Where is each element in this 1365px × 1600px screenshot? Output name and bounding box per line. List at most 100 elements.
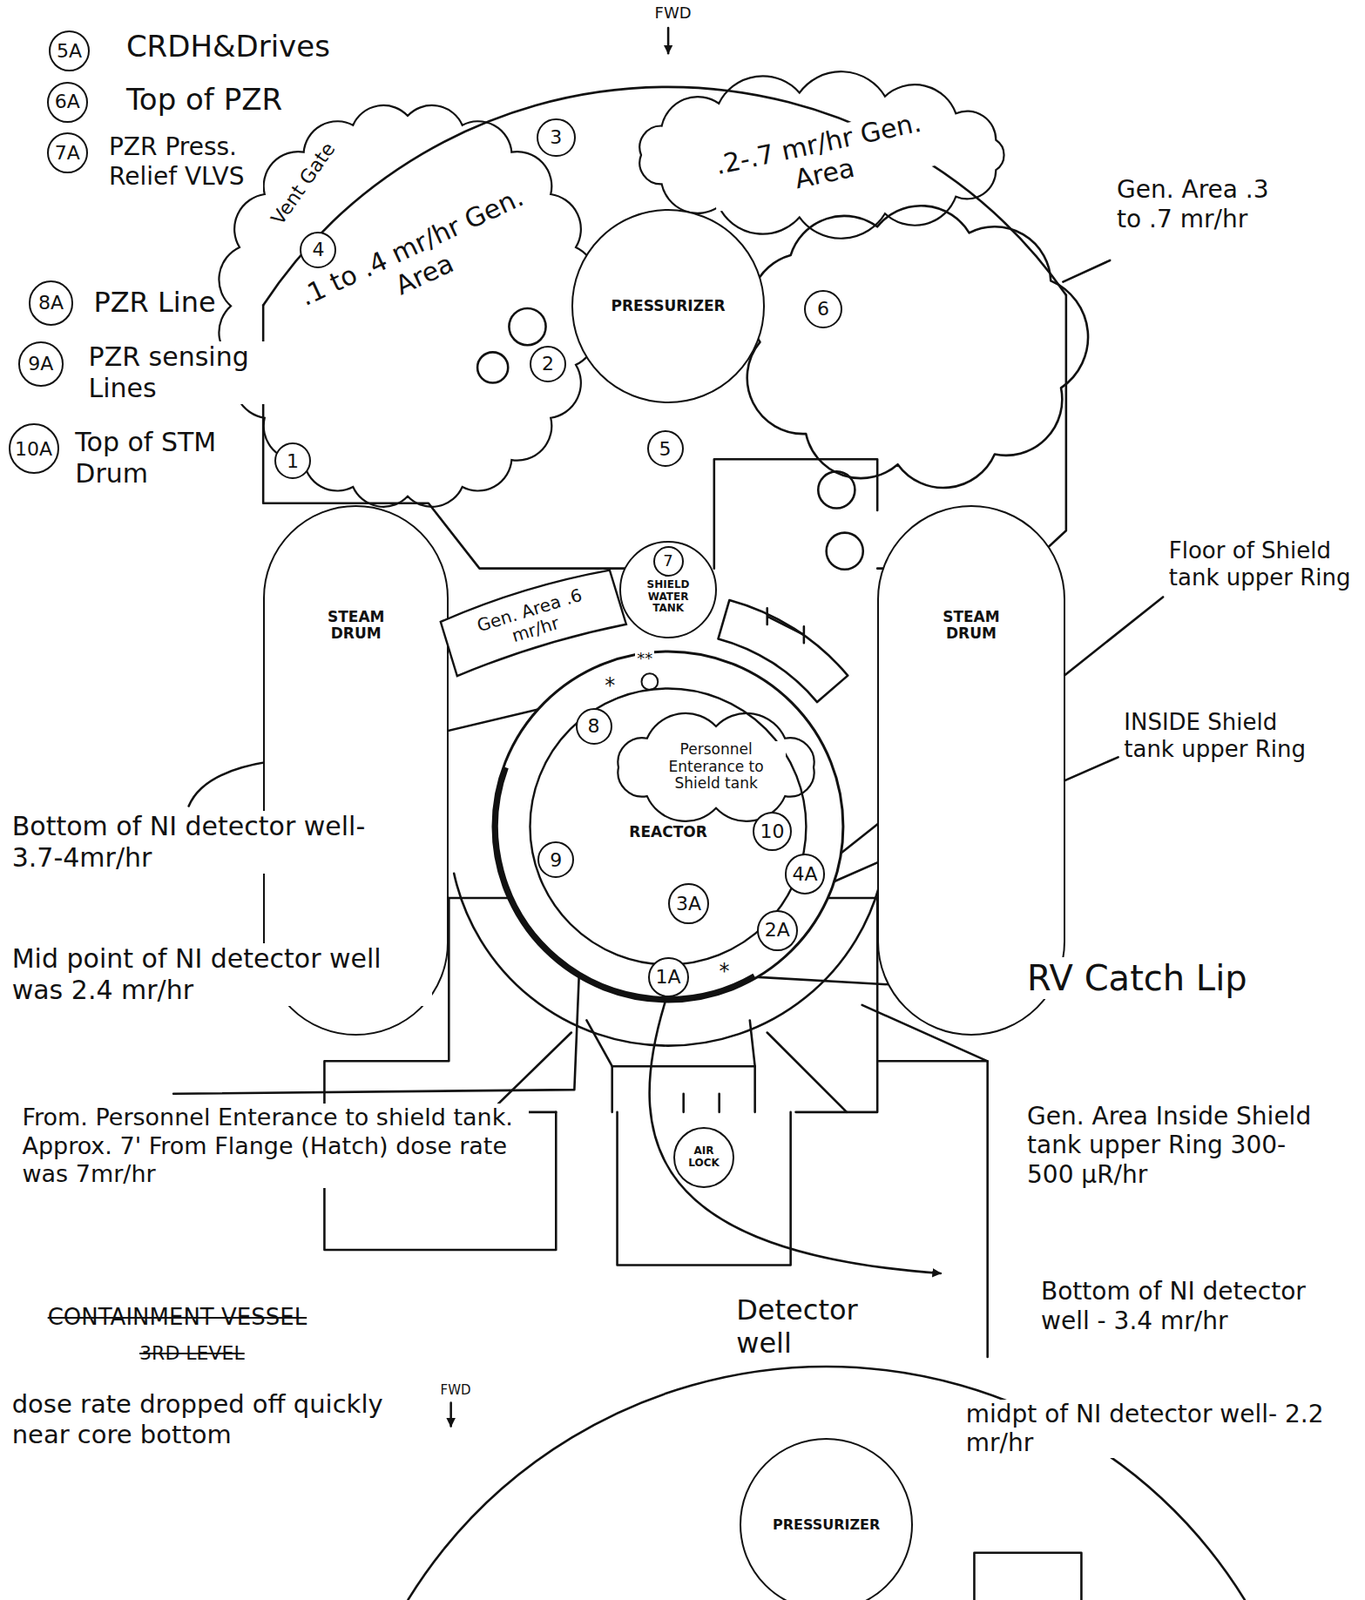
callout-number: 3A — [668, 883, 710, 925]
callout-number: 4A — [784, 853, 826, 895]
fwd-arrow — [667, 27, 670, 54]
dose-note: Bottom of NI detector well- 3.7-4mr/hr — [10, 810, 398, 874]
survey-mark: ** — [635, 648, 655, 669]
text-group: 2 — [541, 352, 555, 375]
callout-number: 8 — [575, 708, 613, 745]
dose-note: Gen. Area .3 to .7 mr/hr — [1114, 175, 1284, 234]
callout-number: 4 — [299, 231, 337, 269]
text-group: STEAM DRUM — [936, 608, 1007, 643]
fwd-arrow — [449, 1403, 453, 1427]
steam-drum: STEAM DRUM — [877, 505, 1067, 1036]
node-text: 4 — [311, 238, 325, 261]
direction-label: FWD — [439, 1382, 474, 1399]
pipe-circle — [826, 533, 864, 570]
structure-line — [612, 1066, 756, 1113]
dose-area-cloud: .1 to .4 mr/hr Gen. Area421 — [222, 107, 594, 506]
legend-text: CRDH&Drives — [124, 28, 332, 65]
leader-line — [1062, 260, 1110, 283]
node-text: 1 — [286, 450, 299, 473]
airlock-trunk — [617, 1112, 791, 1266]
node-text: 10 — [760, 820, 785, 843]
shield-ticks — [767, 608, 805, 643]
text-group: PRESSURIZER — [772, 1517, 880, 1534]
cloud-outline — [219, 105, 597, 507]
text-group: 9A — [27, 352, 54, 375]
node-text: 1A — [655, 966, 682, 988]
rv-catch-lip — [495, 767, 755, 1000]
text-group: 4A — [791, 863, 818, 886]
text-group: PRESSURIZER — [611, 297, 726, 316]
callout-number: 2 — [529, 345, 567, 383]
node-text: SHIELD WATER TANK — [641, 579, 695, 615]
legend-text: Top of STM Drum — [73, 426, 251, 490]
part-label: RV Catch Lip — [1025, 957, 1250, 1000]
cloud-outline — [222, 107, 594, 506]
reactor-vessel: REACTOR Personnel Enterance to Shield tan… — [489, 648, 847, 1006]
callout-number: 3 — [536, 118, 576, 158]
location-note: Floor of Shield tank upper Ring — [1167, 537, 1359, 592]
callout-number: 10A — [8, 423, 60, 474]
text-group: Personnel Enterance to Shield tank — [646, 741, 786, 793]
node-text: 3 — [549, 126, 562, 149]
pipe-circle — [477, 351, 508, 383]
text-group: AIR LOCK — [682, 1145, 726, 1170]
text-group: SHIELD WATER TANK — [641, 579, 695, 615]
dose-area-cloud: .2-.7 mr/hr Gen. Area — [632, 83, 1010, 227]
text-group: 6 — [817, 297, 830, 320]
detector-well-circle — [641, 673, 659, 690]
callout-number: 2A — [756, 910, 798, 952]
node-text: 7 — [662, 552, 673, 571]
text-group: 5 — [659, 438, 672, 460]
dose-note: midpt of NI detector well- 2.2 mr/hr — [964, 1399, 1352, 1459]
node-text: 3A — [675, 892, 702, 915]
shield-water-tank: SHIELD WATER TANK 7 — [619, 540, 717, 639]
node-text: PRESSURIZER — [611, 297, 726, 316]
text-group: REACTOR — [628, 824, 707, 842]
callout-number: 6A — [47, 81, 88, 123]
pressurizer: PRESSURIZER — [739, 1438, 913, 1600]
text-group: 3 — [549, 126, 562, 149]
dose-note: dose rate dropped off quickly near core … — [10, 1389, 424, 1451]
hull-outline — [714, 459, 878, 568]
node-text: .2-.7 mr/hr Gen. Area — [703, 105, 939, 212]
node-text: Personnel Enterance to Shield tank — [646, 741, 786, 793]
band-outline — [439, 564, 627, 676]
callout-number: 7 — [653, 546, 684, 577]
text-group: 8 — [587, 715, 601, 737]
node-text: STEAM DRUM — [936, 608, 1007, 643]
callout-number: 8A — [28, 280, 75, 326]
callout-number: 1A — [648, 957, 690, 999]
air-lock: AIR LOCK — [673, 1127, 735, 1189]
text-group: 2A — [764, 919, 791, 941]
structure-line — [767, 1033, 847, 1113]
dose-note: From. Personnel Enterance to shield tank… — [20, 1103, 529, 1189]
node-text: REACTOR — [628, 824, 707, 842]
text-group: 5A — [56, 40, 82, 62]
node-text: 4A — [791, 863, 818, 886]
survey-mark: * — [717, 959, 732, 985]
node-text: PRESSURIZER — [772, 1517, 880, 1534]
cloud-outline — [618, 713, 815, 822]
text-group: 7A — [54, 141, 81, 164]
node-text: 8 — [587, 715, 601, 737]
shield-band: Gen. Area .6 mr/hr — [437, 562, 628, 678]
callout-number: 6 — [804, 290, 844, 330]
part-label: Detector well — [734, 1293, 913, 1361]
survey-mark: * — [602, 673, 617, 699]
text-group: STEAM DRUM — [321, 608, 392, 643]
callout-number: 5A — [48, 30, 90, 72]
node-text: AIR LOCK — [682, 1145, 726, 1170]
pipe-circle — [508, 308, 546, 345]
node-text: 6 — [817, 297, 830, 320]
text-group: 1 — [286, 450, 299, 473]
node-text: 5 — [659, 438, 672, 460]
legend-text: PZR sensing Lines — [87, 341, 274, 405]
structure-line — [489, 1033, 572, 1113]
text-group: 4 — [311, 238, 325, 261]
text-group: 7 — [662, 552, 673, 571]
callout-number: 1 — [274, 442, 311, 480]
node-text: 5A — [56, 40, 82, 62]
struck-heading: CONTAINMENT VESSEL — [46, 1304, 309, 1332]
structure-box — [973, 1553, 1082, 1600]
